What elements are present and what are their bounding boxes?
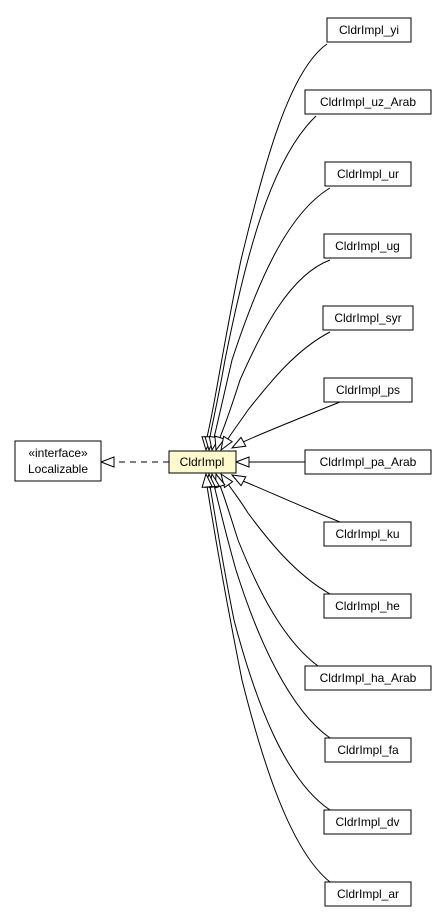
- subclass-box: [323, 233, 412, 259]
- generalization-edge-cldrimpl-yi: [206, 43, 328, 438]
- subclass-name: CldrImpl_uz_Arab: [320, 95, 416, 109]
- localizable-interface-node[interactable]: «interface» Localizable: [14, 440, 102, 482]
- subclass-box: [322, 305, 414, 331]
- subclass-box: [323, 377, 413, 403]
- cldrimpl-node[interactable]: CldrImpl: [168, 450, 237, 474]
- generalization-arrowhead-cldrimpl-pa-arab: [234, 456, 250, 468]
- generalization-arrowhead-cldrimpl-ar: [201, 472, 213, 488]
- generalization-edge-cldrimpl-ha-arab: [218, 482, 319, 667]
- subclass-name: CldrImpl_ug: [335, 239, 400, 253]
- interface-name: Localizable: [28, 462, 88, 476]
- subclass-name: CldrImpl_syr: [334, 311, 401, 325]
- subclass-name: CldrImpl_pa_Arab: [320, 455, 417, 469]
- generalization-arrowhead-cldrimpl-syr: [220, 435, 234, 452]
- generalization-edge-cldrimpl-ps: [242, 401, 341, 443]
- subclass-node-cldrimpl-ha-arab[interactable]: CldrImpl_ha_Arab: [304, 665, 432, 691]
- subclass-node-cldrimpl-ug[interactable]: CldrImpl_ug: [323, 233, 412, 259]
- subclass-node-cldrimpl-ps[interactable]: CldrImpl_ps: [323, 377, 413, 403]
- subclass-nodes: CldrImpl_yiCldrImpl_uz_ArabCldrImpl_urCl…: [304, 17, 432, 907]
- generalization-arrowhead-cldrimpl-ug: [214, 435, 226, 452]
- localizable-box: [14, 440, 102, 482]
- subclass-node-cldrimpl-yi[interactable]: CldrImpl_yi: [326, 17, 412, 43]
- subclass-name: CldrImpl_fa: [337, 743, 399, 757]
- generalization-edge-cldrimpl-uz-arab: [209, 115, 317, 438]
- subclass-box: [323, 593, 412, 619]
- subclass-box: [304, 89, 432, 115]
- subclass-name: CldrImpl_ur: [337, 167, 399, 181]
- subclass-node-cldrimpl-ar[interactable]: CldrImpl_ar: [324, 881, 412, 907]
- cldrimpl-name: CldrImpl: [180, 455, 225, 469]
- realization-arrowhead: [99, 456, 115, 468]
- subclass-box: [323, 521, 412, 547]
- subclass-node-cldrimpl-dv[interactable]: CldrImpl_dv: [323, 809, 412, 835]
- generalization-edge-cldrimpl-ar: [206, 485, 331, 883]
- subclass-box: [304, 665, 432, 691]
- subclass-name: CldrImpl_dv: [335, 815, 399, 829]
- generalization-edge-cldrimpl-ku: [242, 480, 341, 523]
- generalization-arrowhead-cldrimpl-ku: [230, 474, 247, 487]
- generalization-edge-cldrimpl-he: [225, 480, 331, 595]
- subclass-box: [323, 809, 412, 835]
- subclass-name: CldrImpl_ar: [337, 887, 399, 901]
- subclass-node-cldrimpl-ur[interactable]: CldrImpl_ur: [324, 161, 412, 187]
- generalization-edge-cldrimpl-syr: [225, 331, 331, 443]
- subclass-node-cldrimpl-fa[interactable]: CldrImpl_fa: [324, 737, 412, 763]
- subclass-box: [324, 881, 412, 907]
- subclass-node-cldrimpl-pa-arab[interactable]: CldrImpl_pa_Arab: [304, 449, 432, 475]
- subclass-node-cldrimpl-he[interactable]: CldrImpl_he: [323, 593, 412, 619]
- subclass-name: CldrImpl_ha_Arab: [320, 671, 417, 685]
- generalization-arrowhead-cldrimpl-ps: [230, 436, 247, 449]
- subclass-node-cldrimpl-syr[interactable]: CldrImpl_syr: [322, 305, 414, 331]
- subclass-box: [304, 449, 432, 475]
- edges: [99, 43, 341, 883]
- subclass-name: CldrImpl_yi: [339, 23, 399, 37]
- generalization-edge-cldrimpl-ug: [218, 259, 331, 441]
- subclass-box: [324, 737, 412, 763]
- subclass-name: CldrImpl_ps: [336, 383, 400, 397]
- subclass-node-cldrimpl-uz-arab[interactable]: CldrImpl_uz_Arab: [304, 89, 432, 115]
- generalization-edge-cldrimpl-ur: [213, 187, 331, 439]
- subclass-name: CldrImpl_he: [335, 599, 400, 613]
- generalization-edge-cldrimpl-dv: [209, 485, 331, 811]
- subclass-box: [324, 161, 412, 187]
- subclass-box: [326, 17, 412, 43]
- subclass-name: CldrImpl_ku: [335, 527, 399, 541]
- interface-stereotype: «interface»: [28, 446, 88, 460]
- generalization-edge-cldrimpl-fa: [213, 484, 331, 739]
- cldrimpl-box: [168, 450, 237, 474]
- subclass-node-cldrimpl-ku[interactable]: CldrImpl_ku: [323, 521, 412, 547]
